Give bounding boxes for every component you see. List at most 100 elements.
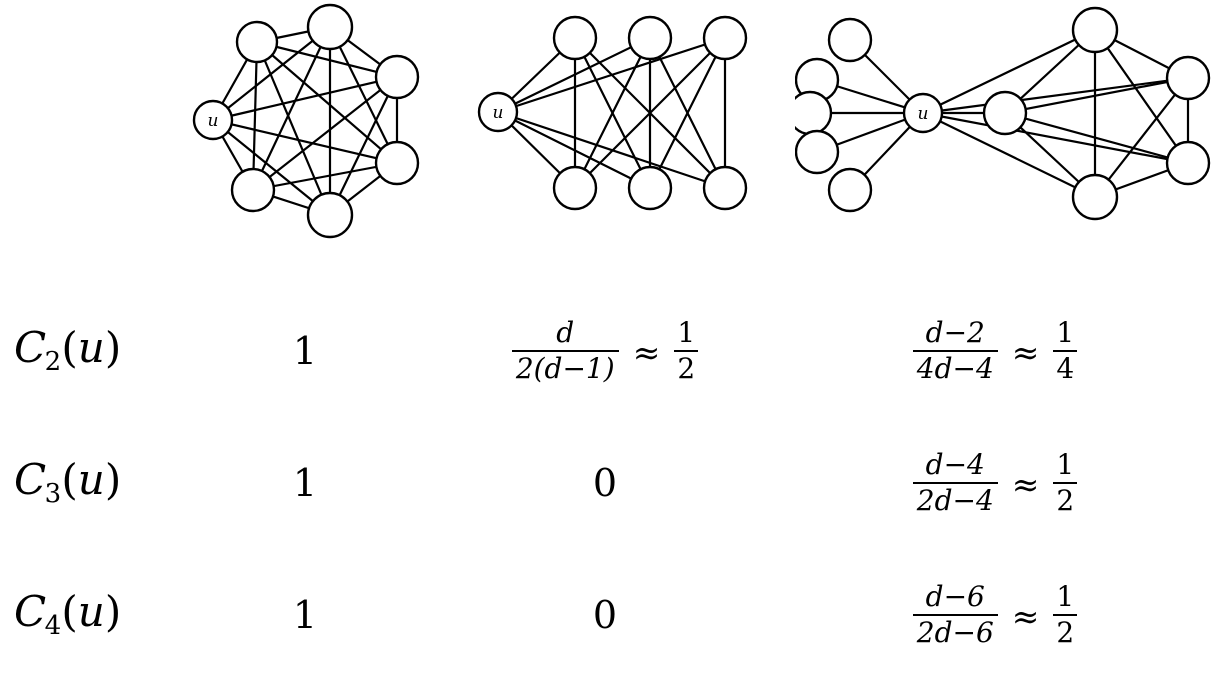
node-u [477,91,519,133]
fraction-numerator: 1 [677,315,696,349]
bipartite-nodes [477,15,748,211]
cell-bipartite-value: 0 [450,549,760,681]
bipartite-edges [496,36,727,190]
measure-argument: u [77,587,105,637]
graph-node [306,191,354,239]
fraction-denominator: 2(d−1) [515,352,615,385]
fraction-denominator: 2d−6 [916,616,994,649]
star-approx-fraction: 1 2 [1053,447,1078,517]
cell-clique-value: 1 [215,285,395,417]
graph-node [795,90,833,136]
graph-node [552,165,598,211]
star-fraction: d−4 2d−4 [912,449,998,517]
node-u-label: u [918,104,929,124]
measure-argument: u [77,455,105,505]
graph-node [306,3,354,51]
fraction-numerator: 1 [1056,447,1075,481]
cell-bipartite-value: d 2(d−1) ≈ 1 2 [450,285,760,417]
graph-node [235,20,279,64]
graph-node [627,15,673,61]
graph-complete-bipartite: u [477,15,748,211]
measure-subscript: 2 [44,346,62,377]
row-label-c2: C2(u) [0,285,214,417]
bipartite-value: 0 [592,593,618,637]
fraction-bar [912,482,998,484]
fraction-numerator: d−6 [925,579,985,613]
bipartite-approx-fraction: 1 2 [674,315,699,385]
fraction-bar [674,350,699,352]
clique-value: 1 [292,593,318,637]
approx-sign: ≈ [1011,596,1040,636]
graph-node [702,165,748,211]
open-paren: ( [61,323,78,373]
graph-node [374,54,420,100]
row-label-c4: C4(u) [0,549,214,681]
table-row: C4(u) 1 0 d−6 2d−6 ≈ 1 [0,549,1220,681]
close-paren: ) [104,455,122,505]
graph-node [230,167,276,213]
graph-node [627,165,673,211]
measure-argument: u [77,323,105,373]
graph-node [827,167,873,213]
graph-node [1071,6,1119,54]
graph-node [795,129,840,175]
cell-star-value: d−4 2d−4 ≈ 1 2 [830,417,1160,549]
star-fraction: d−2 4d−4 [912,315,998,385]
open-paren: ( [61,455,78,505]
graph-node [1165,55,1211,101]
table-row: C2(u) 1 d 2(d−1) ≈ 1 2 [0,285,1220,417]
fraction-bar [912,350,998,352]
fraction-denominator: 2 [1056,616,1075,649]
graph-node [1165,140,1211,186]
clique-value: 1 [292,461,318,505]
close-paren: ) [104,323,122,373]
fraction-bar [1053,614,1078,616]
graph-node [374,140,420,186]
graph-node [702,15,748,61]
fraction-numerator: d−2 [925,315,985,349]
graph-diagrams-row: u [0,0,1220,285]
approx-sign: ≈ [632,332,661,372]
fraction-denominator: 4d−4 [916,352,994,385]
fraction-denominator: 2d−4 [916,484,994,517]
node-u-label: u [493,103,504,123]
approx-sign: ≈ [1011,332,1040,372]
fraction-denominator: 4 [1056,352,1075,385]
fraction-bar [1053,350,1078,352]
fraction-numerator: 1 [1056,315,1075,349]
measure-subscript: 4 [44,610,62,641]
star-leaf-nodes [795,17,873,213]
fraction-bar [912,614,998,616]
cell-star-value: d−6 2d−6 ≈ 1 2 [830,549,1160,681]
star-approx-fraction: 1 4 [1053,315,1078,385]
row-label-c3: C3(u) [0,417,214,549]
open-paren: ( [61,587,78,637]
node-u-label: u [208,111,219,131]
fraction-denominator: 2 [1056,484,1075,517]
fraction-numerator: 1 [1056,579,1075,613]
graph-node [982,90,1028,136]
measure-subscript: 3 [44,478,62,509]
measure-base: C [14,323,47,373]
graph-clique: u [192,3,420,239]
fraction-denominator: 2 [677,352,696,385]
clique-member-nodes [982,6,1211,221]
cell-star-value: d−2 4d−4 ≈ 1 4 [830,285,1160,417]
graph-node [827,17,873,63]
fraction-bar [1053,482,1078,484]
formula-table: C2(u) 1 d 2(d−1) ≈ 1 2 [0,285,1220,682]
close-paren: ) [104,587,122,637]
cell-bipartite-value: 0 [450,417,760,549]
graph-node [1071,173,1119,221]
measure-base: C [14,455,47,505]
clique-nodes [192,3,420,239]
fraction-bar [511,350,619,352]
node-u [902,92,944,134]
cell-clique-value: 1 [215,549,395,681]
clique-edges [921,28,1190,199]
cell-clique-value: 1 [215,417,395,549]
approx-sign: ≈ [1011,464,1040,504]
clique-value: 1 [292,329,318,373]
star-fraction: d−6 2d−6 [912,579,998,649]
